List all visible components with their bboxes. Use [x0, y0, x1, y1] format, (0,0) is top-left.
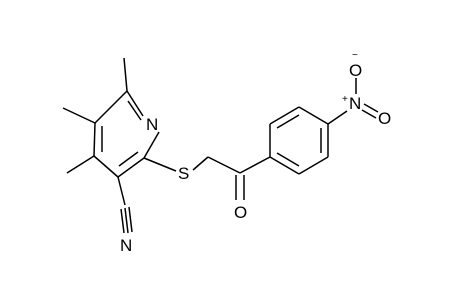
triple-bond-b	[124, 207, 129, 234]
bond-co-aryl	[239, 156, 271, 174]
bond-b6-b1-inner	[276, 152, 300, 167]
methyl-groups	[62, 57, 128, 174]
atom-labels: N S O N N + O − O	[120, 50, 391, 255]
nitro-group	[327, 78, 379, 125]
methyl-c4	[66, 155, 95, 174]
bond-aryl-n	[327, 110, 348, 125]
triple-bond-a	[120, 208, 125, 234]
methyl-c6	[123, 57, 128, 92]
nitro-oxygen-right-label: O	[378, 109, 391, 128]
ring-nitrogen-label: N	[146, 115, 158, 134]
bond-c2-c3-inner	[118, 151, 139, 167]
bond-c6-n1-inner	[127, 100, 142, 121]
bond-c4-c5	[93, 122, 96, 157]
nitro-oxygen-charge: −	[352, 50, 358, 61]
bond-c3-c4	[93, 155, 119, 178]
bond-n-o-right-b	[361, 109, 377, 119]
nitro-nitrogen-label: N	[349, 94, 361, 113]
bond-b5-b6	[298, 156, 329, 175]
bond-c6-n1	[126, 90, 144, 117]
nitro-oxygen-top-label: O	[349, 61, 362, 80]
linker	[143, 156, 271, 200]
bond-b3-b4	[298, 106, 329, 125]
nitrile-nitrogen-label: N	[120, 236, 132, 255]
nitrile-group	[117, 176, 133, 234]
bond-c3-cn	[117, 176, 126, 206]
benzene-ring	[269, 106, 329, 175]
methyl-c5	[62, 107, 96, 124]
bond-n-o-right-a	[363, 103, 379, 113]
bond-b2-b3	[269, 106, 300, 125]
nitro-nitrogen-charge: +	[342, 94, 348, 105]
triple-bond-c	[128, 206, 133, 233]
pyridine-ring	[93, 90, 160, 178]
sulfur-label: S	[178, 164, 189, 183]
bond-c5-c6	[94, 90, 128, 124]
bond-c2-s	[143, 157, 177, 172]
carbonyl-oxygen-label: O	[234, 203, 247, 222]
bond-n1-c2	[143, 131, 160, 159]
bond-s-ch2	[192, 156, 209, 171]
bond-ch2-co	[207, 156, 241, 174]
bond-b2-b3-inner	[276, 114, 300, 129]
bond-c2-c3	[117, 157, 145, 178]
bond-b6-b1	[269, 156, 300, 175]
